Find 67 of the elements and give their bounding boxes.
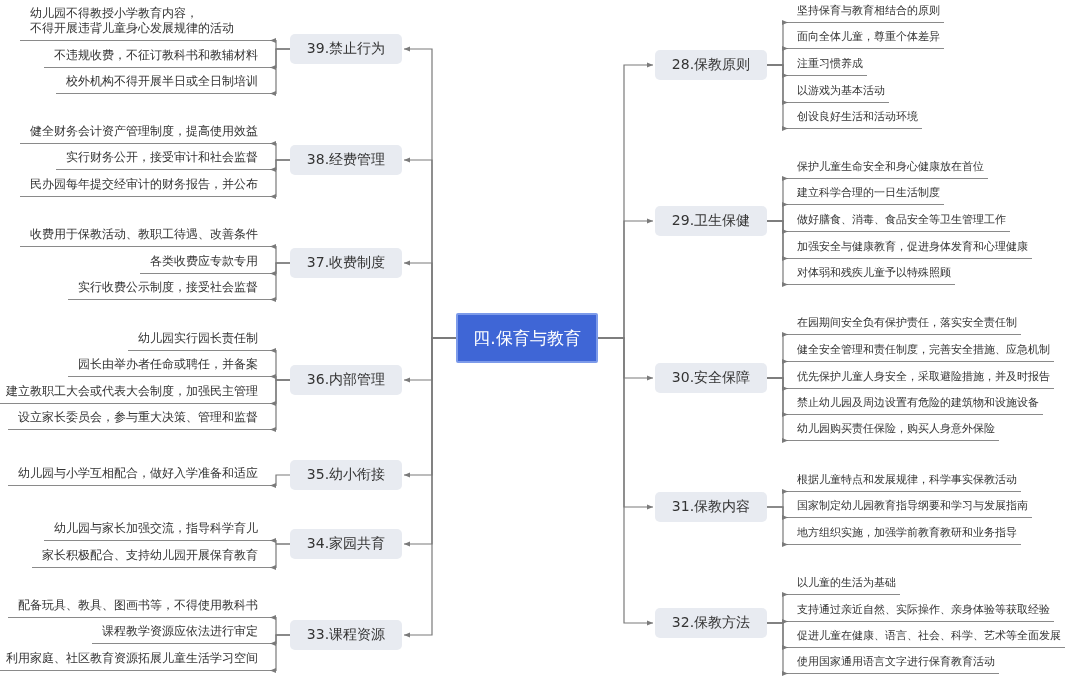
- topic-box: 38.经费管理: [290, 145, 402, 175]
- topic-box: 32.保教方法: [655, 608, 767, 638]
- connector-arrow: [269, 474, 291, 488]
- topic-box: 30.安全保障: [655, 363, 767, 393]
- connector-arrow: [766, 220, 789, 287]
- underlined-branch-text: 幼儿园与小学互相配合，做好入学准备和适应: [8, 466, 270, 486]
- underlined-branch-text: 幼儿园与家长加强交流，指导科学育儿: [44, 521, 270, 541]
- underlined-branch-text: 不违规收费，不征订教科书和教辅材料: [44, 48, 270, 68]
- underlined-branch-text: 面向全体儿童，尊重个体差异: [788, 29, 944, 49]
- connector-arrow: [269, 634, 291, 673]
- underlined-branch-text: 设立家长委员会，参与重大决策、管理和监督: [8, 410, 270, 430]
- underlined-branch-text: 实行财务公开，接受审计和社会监督: [56, 150, 270, 170]
- topic-box: 33.课程资源: [290, 620, 402, 650]
- underlined-branch-text: 以儿童的生活为基础: [788, 575, 900, 595]
- underlined-branch-text: 实行收费公示制度，接受社会监督: [68, 280, 270, 300]
- connector-arrow: [269, 262, 291, 302]
- underlined-branch-text: 优先保护儿童人身安全，采取避险措施，并及时报告: [788, 369, 1054, 389]
- underlined-branch-text: 收费用于保教活动、教职工待遇、改善条件: [20, 227, 270, 247]
- underlined-branch-text: 健全安全管理和责任制度，完善安全措施、应急机制: [788, 342, 1054, 362]
- connector-arrow: [269, 379, 291, 432]
- topic-box: 28.保教原则: [655, 50, 767, 80]
- connector-arrow: [269, 159, 291, 199]
- underlined-branch-text: 校外机构不得开展半日或全日制培训: [56, 74, 270, 94]
- topic-box: 35.幼小衔接: [290, 460, 402, 490]
- connector-arrow: [269, 48, 291, 96]
- topic-box: 36.内部管理: [290, 365, 402, 395]
- topic-box: 34.家园共育: [290, 529, 402, 559]
- topic-box: 29.卫生保健: [655, 206, 767, 236]
- underlined-branch-text: 幼儿园实行园长责任制: [128, 331, 270, 351]
- underlined-branch-text: 对体弱和残疾儿童予以特殊照顾: [788, 265, 955, 285]
- underlined-branch-text: 创设良好生活和活动环境: [788, 109, 922, 129]
- underlined-branch-text: 坚持保育与教育相结合的原则: [788, 3, 944, 23]
- underlined-branch-text: 幼儿园购买责任保险，购买人身意外保险: [788, 421, 999, 441]
- connector-arrow: [766, 377, 789, 443]
- underlined-branch-text: 幼儿园不得教授小学教育内容，不得开展违背儿童身心发展规律的活动: [20, 6, 270, 41]
- topic-box: 37.收费制度: [290, 248, 402, 278]
- topic-box: 31.保教内容: [655, 492, 767, 522]
- underlined-branch-text: 健全财务会计资产管理制度，提高使用效益: [20, 124, 270, 144]
- underlined-branch-text: 国家制定幼儿园教育指导纲要和学习与发展指南: [788, 498, 1032, 518]
- underlined-branch-text: 加强安全与健康教育，促进身体发育和心理健康: [788, 239, 1032, 259]
- underlined-branch-text: 园长由举办者任命或聘任，并备案: [68, 357, 270, 377]
- underlined-branch-text: 支持通过亲近自然、实际操作、亲身体验等获取经验: [788, 602, 1054, 622]
- connector-arrow: [766, 64, 789, 131]
- underlined-branch-text: 配备玩具、教具、图画书等，不得使用教科书: [8, 598, 270, 618]
- underlined-branch-text: 课程教学资源应依法进行审定: [92, 624, 270, 644]
- underlined-branch-text: 保护儿童生命安全和身心健康放在首位: [788, 159, 988, 179]
- central-topic-box: 四.保育与教育: [456, 313, 598, 363]
- underlined-branch-text: 禁止幼儿园及周边设置有危险的建筑物和设施设备: [788, 395, 1043, 415]
- underlined-branch-text: 在园期间安全负有保护责任，落实安全责任制: [788, 315, 1021, 335]
- underlined-branch-text: 地方组织实施，加强学前教育教研和业务指导: [788, 525, 1021, 545]
- underlined-branch-text: 民办园每年提交经审计的财务报告，并公布: [20, 177, 270, 197]
- underlined-branch-text: 建立教职工大会或代表大会制度，加强民主管理: [0, 384, 270, 404]
- topic-box: 39.禁止行为: [290, 34, 402, 64]
- underlined-branch-text: 建立科学合理的一日生活制度: [788, 185, 944, 205]
- underlined-branch-text: 利用家庭、社区教育资源拓展儿童生活学习空间: [0, 651, 270, 671]
- underlined-branch-text: 使用国家通用语言文字进行保育教育活动: [788, 654, 999, 674]
- underlined-branch-text: 以游戏为基本活动: [788, 83, 889, 103]
- underlined-branch-text: 促进儿童在健康、语言、社会、科学、艺术等全面发展: [788, 628, 1065, 648]
- underlined-branch-text: 各类收费应专款专用: [140, 254, 270, 274]
- connector-arrow: [766, 622, 789, 676]
- underlined-branch-text: 家长积极配合、支持幼儿园开展保育教育: [32, 548, 270, 568]
- underlined-branch-text: 根据儿童特点和发展规律，科学事实保教活动: [788, 472, 1021, 492]
- connector-arrow: [597, 337, 654, 626]
- underlined-branch-text: 做好膳食、消毒、食品安全等卫生管理工作: [788, 212, 1010, 232]
- connector-arrow: [269, 543, 291, 570]
- underlined-branch-text: 注重习惯养成: [788, 56, 867, 76]
- connector-arrow: [766, 506, 789, 547]
